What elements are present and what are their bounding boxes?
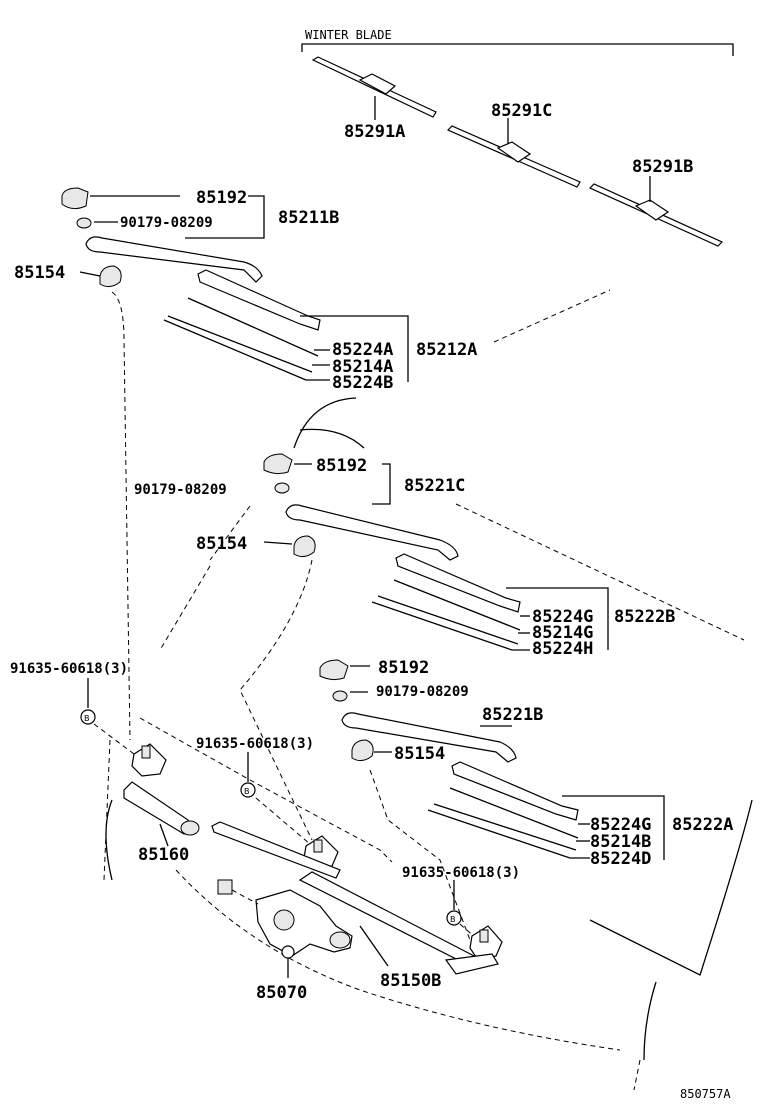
leader-bolt-left <box>93 723 135 755</box>
outline-curve-2 <box>299 428 365 449</box>
label-85224A: 85224A <box>332 340 393 360</box>
label-85222A: 85222A <box>672 815 733 835</box>
label-85221B: 85221B <box>482 705 543 725</box>
arm-85221C <box>285 504 459 561</box>
body-right-lower <box>643 981 657 1061</box>
link-85160 <box>123 781 200 847</box>
winter-blade-85291A <box>311 56 437 120</box>
label-85224G-mid: 85224G <box>532 607 593 627</box>
leader-mid-a <box>209 505 251 561</box>
nut-90179-mid <box>274 482 290 494</box>
label-85291A: 85291A <box>344 122 405 142</box>
cap-85154-top <box>79 265 122 288</box>
label-85192-top: 85192 <box>196 188 247 208</box>
outline-right <box>455 503 745 641</box>
cap-85154-mid <box>263 535 316 558</box>
bolt-91635-right: B <box>446 880 462 926</box>
motor-85070 <box>217 879 353 978</box>
label-85224B: 85224B <box>332 373 393 393</box>
blade-85212A <box>163 269 409 382</box>
cap-85154-low <box>351 739 392 762</box>
bolt-91635-left: B <box>80 678 96 725</box>
bracket-85211B <box>185 195 265 239</box>
winter-blade-label: WINTER BLADE <box>305 28 392 42</box>
label-85291C: 85291C <box>491 101 552 121</box>
outline-curve <box>293 397 357 449</box>
label-91635-left: 91635-60618(3) <box>10 661 128 677</box>
label-85224G-low: 85224G <box>590 815 651 835</box>
figure-code: 850757A <box>680 1087 731 1101</box>
body-left-edge <box>105 799 113 881</box>
label-85154-top: 85154 <box>14 263 65 283</box>
label-91635-mid: 91635-60618(3) <box>196 736 314 752</box>
leader-left-pivot <box>111 291 131 741</box>
label-85214B: 85214B <box>590 832 651 852</box>
label-90179-mid: 90179-08209 <box>134 482 227 498</box>
label-85291B: 85291B <box>632 157 693 177</box>
label-90179-top: 90179-08209 <box>120 215 213 231</box>
linkage-85150B <box>211 821 499 975</box>
cap-85192-low <box>319 659 370 681</box>
leader-mid-pivot <box>239 559 313 841</box>
svg-text:B: B <box>84 714 90 723</box>
label-85150B: 85150B <box>380 971 441 991</box>
label-85221C: 85221C <box>404 476 465 496</box>
leader-bolt-mid <box>255 797 311 845</box>
winter-blade-85291C <box>446 118 581 188</box>
nut-90179-top <box>76 217 118 229</box>
label-85214G: 85214G <box>532 623 593 643</box>
label-85160: 85160 <box>138 845 189 865</box>
body-right-edge <box>589 799 753 976</box>
leader-mid-b <box>159 565 211 651</box>
label-85192-low: 85192 <box>378 658 429 678</box>
label-85224H: 85224H <box>532 639 593 659</box>
leader-right-pivot <box>369 769 471 941</box>
winter-blade-85291B <box>588 176 724 247</box>
label-85214A: 85214A <box>332 357 393 377</box>
blade-85222A <box>427 761 665 860</box>
cap-85192-top <box>61 187 180 210</box>
nut-90179-low <box>332 690 368 702</box>
label-90179-low: 90179-08209 <box>376 684 469 700</box>
bolt-91635-mid: B <box>240 752 256 798</box>
blade-85222B <box>371 553 609 651</box>
body-right-dash <box>633 1059 641 1091</box>
label-85192-mid: 85192 <box>316 456 367 476</box>
bracket-85221C <box>372 463 391 505</box>
winter-blade-group: WINTER BLADE <box>301 28 734 56</box>
outline-top <box>493 289 611 343</box>
label-85222B: 85222B <box>614 607 675 627</box>
label-85211B: 85211B <box>278 208 339 228</box>
pivot-left <box>131 743 167 777</box>
svg-text:B: B <box>244 787 250 796</box>
pivot-right <box>469 925 503 961</box>
cowl-outline <box>139 717 393 863</box>
svg-text:B: B <box>450 915 456 924</box>
label-85070: 85070 <box>256 983 307 1003</box>
body-lower-dash <box>175 869 621 1051</box>
cap-85192-mid <box>263 453 312 475</box>
label-91635-right: 91635-60618(3) <box>402 865 520 881</box>
arm-85221B <box>341 712 517 763</box>
label-85154-low: 85154 <box>394 744 445 764</box>
label-85224D: 85224D <box>590 849 651 869</box>
arm-85211B <box>85 236 263 283</box>
label-85212A: 85212A <box>416 340 477 360</box>
